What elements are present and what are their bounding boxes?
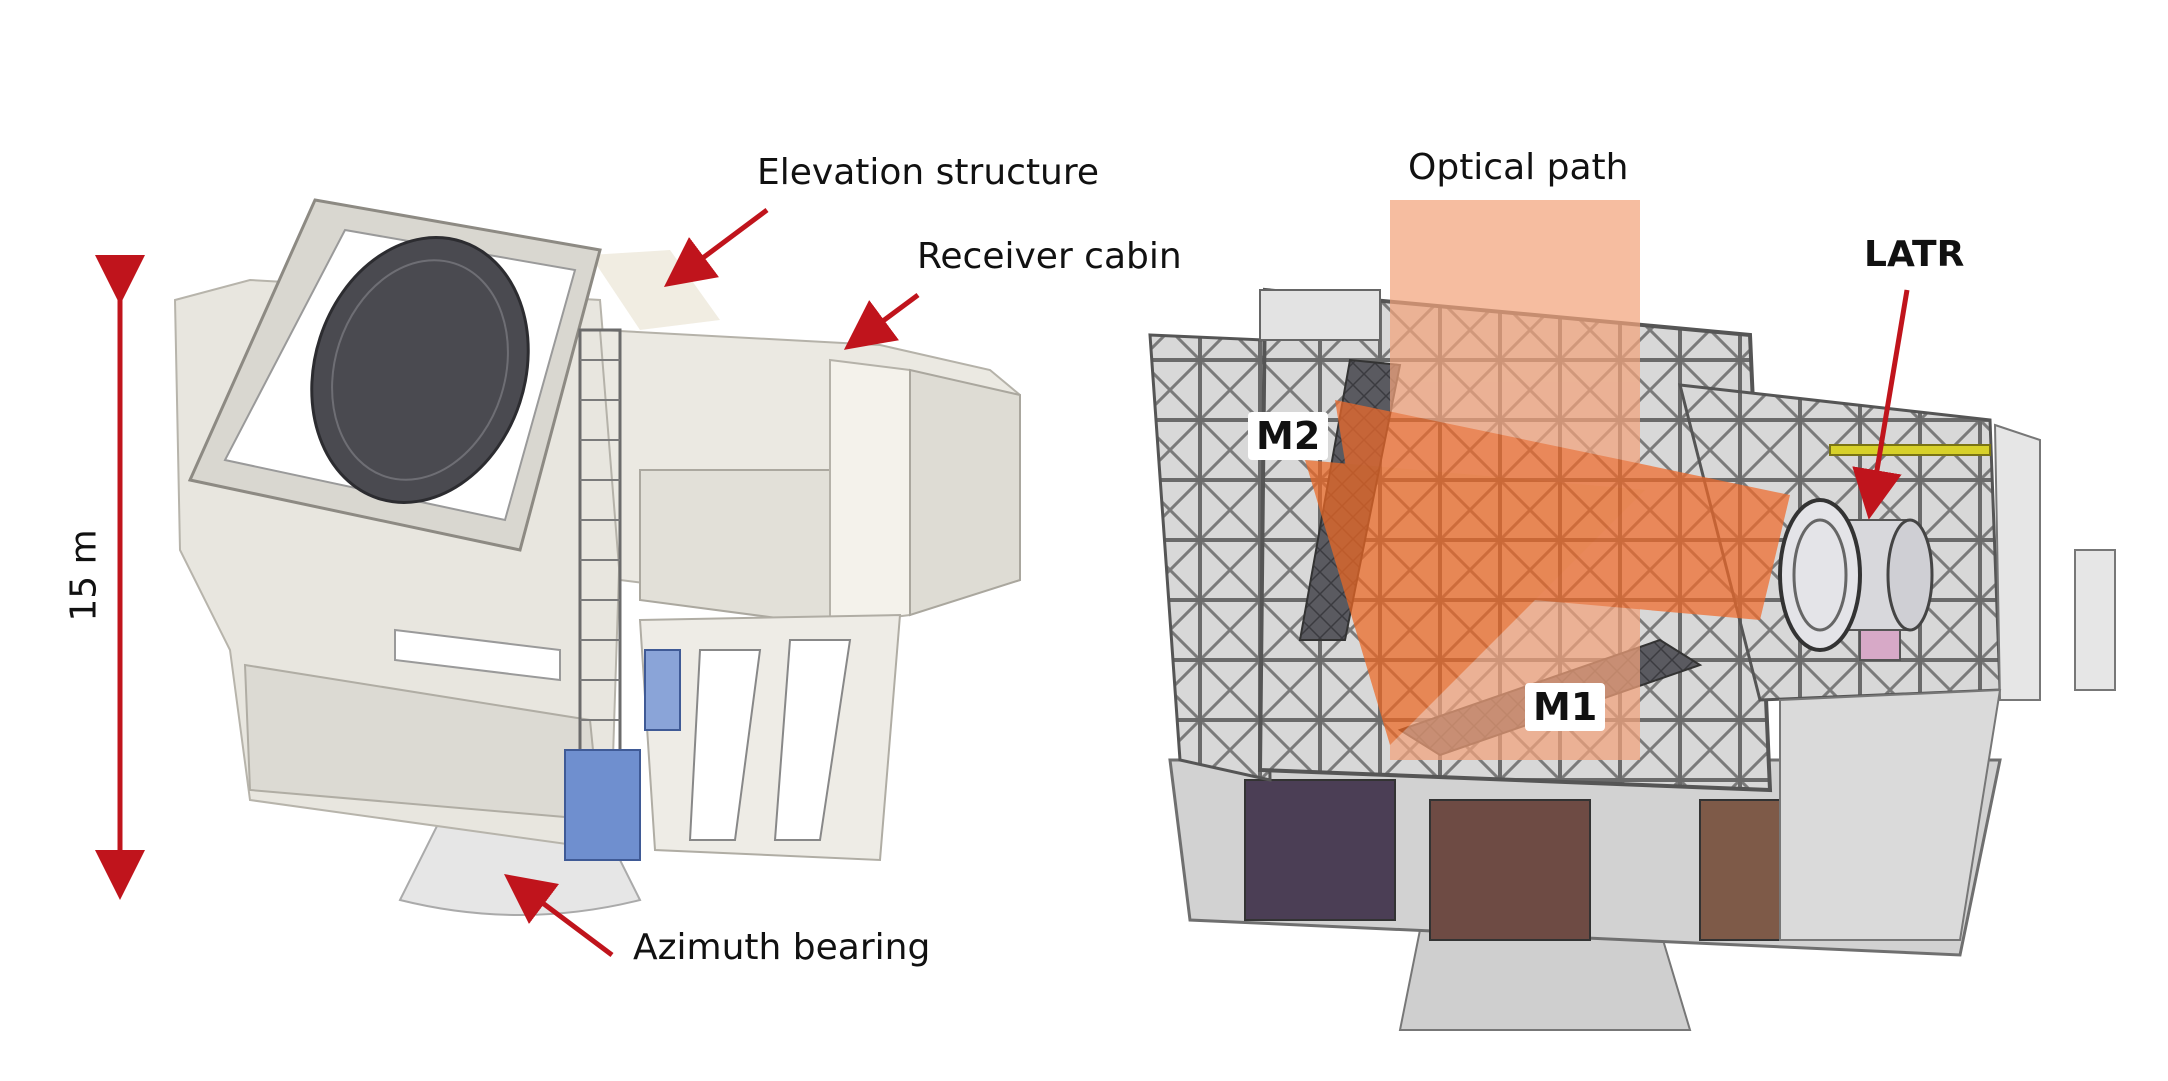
- elevation-structure-label: Elevation structure: [757, 152, 1100, 193]
- latr-arrow: [1852, 289, 1910, 520]
- receiver-cabin-label: Receiver cabin: [917, 236, 1182, 277]
- azimuth-arrow: [504, 874, 614, 957]
- height-label: 15 m: [63, 529, 105, 622]
- latr-receiver: [1778, 498, 1934, 661]
- cutaway-telescope: [1148, 200, 2116, 1031]
- elevation-arrow: [663, 207, 769, 287]
- elevator-cab: [564, 749, 641, 861]
- left-truss-tower: [1148, 333, 1272, 782]
- optical-path-label: Optical path: [1408, 147, 1629, 188]
- receiver-cabin-arrow: [843, 292, 920, 350]
- m2-label: M2: [1248, 412, 1329, 460]
- exterior-telescope: [173, 198, 1021, 916]
- optical-beam: [1305, 200, 1790, 760]
- m1-label: M1: [1525, 683, 1606, 731]
- elevation-structure-shape: [590, 250, 720, 330]
- azimuth-bearing-label: Azimuth bearing: [633, 927, 931, 968]
- mirror-aperture: [310, 236, 530, 504]
- latr-label: LATR: [1864, 234, 1965, 275]
